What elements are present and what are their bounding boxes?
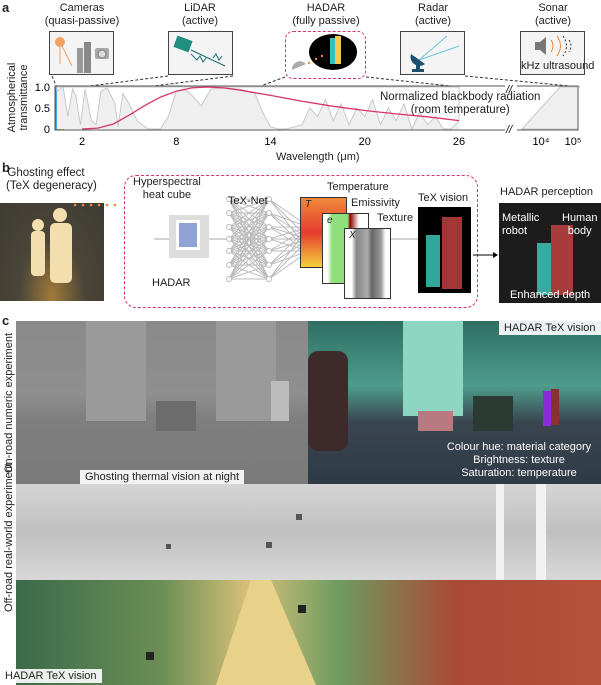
modality-lidar: LiDAR(active) [155, 2, 245, 28]
axis-break-top: // [505, 84, 513, 96]
nn-node [226, 248, 232, 254]
y-tick-label: 0.5 [35, 103, 50, 115]
camera-sun-icon [55, 37, 109, 73]
blackbody-annotation: Normalized blackbody radiation(room temp… [380, 91, 541, 116]
off-road-label: Off-road real-world experiment [3, 463, 15, 612]
lidar-illustration [168, 31, 233, 75]
texture-map: X [344, 228, 391, 299]
x-tick-label: 2 [79, 136, 85, 148]
tex-vision-label: TeX vision [418, 192, 469, 204]
x-axis-label: Wavelength (μm) [276, 151, 360, 163]
nn-node [266, 276, 272, 282]
modality-mode: (fully passive) [292, 15, 360, 27]
radar-dish-icon [410, 35, 460, 72]
texture-label: Texture [377, 212, 414, 224]
hadar-pipeline-box [124, 175, 478, 308]
nn-node [266, 224, 272, 230]
cameras-illustration [49, 31, 114, 75]
tex-vision-image [418, 207, 471, 293]
modality-cameras: Cameras(quasi-passive) [37, 2, 127, 28]
panel-a-label: a [2, 0, 10, 15]
modality-mode: (quasi-passive) [44, 15, 120, 27]
y-tick-label: 0 [44, 124, 50, 136]
x-tick-label: 14 [264, 136, 276, 148]
nn-node [266, 210, 272, 216]
blackbody-curve [81, 86, 460, 130]
nn-node [266, 196, 272, 202]
hadar-label: HADAR [152, 277, 191, 289]
panel-b-label: b [2, 160, 10, 175]
ghosting-caption: Ghosting thermal vision at night [80, 470, 245, 484]
modality-sonar: Sonar(active) [508, 2, 598, 28]
panel-c-label: c [2, 313, 10, 328]
transmittance-chart: // // 2 8 14 20 26 10⁴ 10⁵ 0 0.5 1.0 [35, 75, 582, 148]
modality-name: LiDAR [184, 2, 216, 14]
temperature-label: Temperature [327, 181, 389, 193]
nn-node [226, 196, 232, 202]
ghosting-thermal-image [16, 321, 308, 484]
offroad-thermal-image [16, 484, 601, 580]
texnet-label: TeX-Net [228, 195, 268, 207]
plot-frame [54, 85, 579, 131]
x-tick-label: 10⁵ [565, 136, 582, 148]
modality-name: Cameras [59, 2, 105, 14]
nn-node [266, 236, 272, 242]
pipeline-diagram [154, 196, 424, 282]
tex-vision-caption: HADAR TeX vision [499, 321, 601, 335]
modality-name: HADAR [306, 2, 346, 14]
nn-node [266, 248, 272, 254]
sonar-illustration: kHz ultrasound [520, 31, 595, 75]
nn-node [266, 262, 272, 268]
sonar-caption: kHz ultrasound [521, 60, 595, 72]
enhanced-depth-label: Enhanced depth [510, 289, 591, 301]
modality-hadar: HADAR(fully passive) [281, 2, 371, 28]
modality-name: Sonar [538, 2, 568, 14]
modality-mode: (active) [181, 15, 219, 27]
nn-node [226, 276, 232, 282]
modality-mode: (active) [534, 15, 572, 27]
axis-break-bottom: // [505, 124, 513, 136]
nn-node [226, 210, 232, 216]
modality-mode: (active) [414, 15, 452, 27]
x-tick-label: 10⁴ [533, 136, 550, 148]
lidar-icon [173, 35, 226, 67]
hadar-illustration [285, 31, 366, 79]
y-tick-label: 1.0 [35, 82, 50, 94]
hadar-scene-icon [291, 34, 357, 70]
hadar-perception-label: HADAR perception [500, 186, 593, 198]
x-tick-label: 8 [173, 136, 179, 148]
nn-node [226, 236, 232, 242]
modality-name: Radar [418, 2, 448, 14]
nn-node [226, 224, 232, 230]
ghost-figures-icon [31, 208, 72, 283]
nn-node [226, 262, 232, 268]
radar-illustration [400, 31, 465, 75]
speaker-icon [535, 35, 572, 57]
modality-radar: Radar(active) [388, 2, 478, 28]
offroad-tex-vision-image [16, 580, 601, 685]
ghosting-title: Ghosting effect(TeX degeneracy) [6, 167, 97, 192]
emissivity-label: Emissivity [351, 197, 400, 209]
hadar-tex-vision-image [308, 321, 601, 484]
x-tick-label: 26 [453, 136, 465, 148]
hadar-perception-image [499, 203, 601, 303]
bottom-tex-caption: HADAR TeX vision [0, 669, 102, 683]
on-road-label: On-road numeric experiment [3, 332, 15, 473]
ghosting-image [0, 203, 104, 301]
x-tick-label: 20 [359, 136, 371, 148]
